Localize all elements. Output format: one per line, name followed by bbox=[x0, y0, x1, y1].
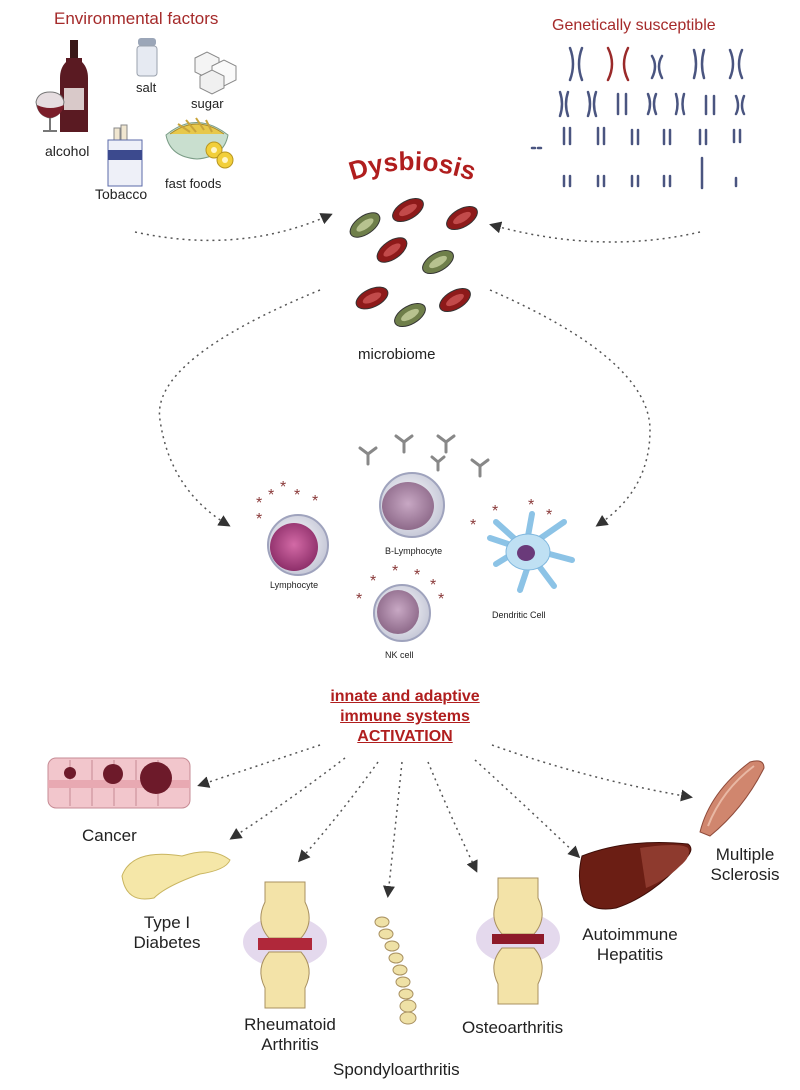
activation-line-2: immune systems bbox=[340, 708, 470, 725]
aih-line-1: Autoimmune bbox=[582, 925, 678, 944]
lymphocyte-label: Lymphocyte bbox=[270, 580, 319, 590]
arrow-to-hepatitis bbox=[474, 759, 581, 859]
chromosome-karyotype-icon bbox=[530, 46, 746, 190]
svg-text:*: * bbox=[438, 591, 444, 608]
activation-line-1: innate and adaptive bbox=[330, 688, 480, 705]
multiple-sclerosis-label: Multiple Sclerosis bbox=[695, 845, 795, 885]
nk-cell-label: NK cell bbox=[385, 650, 414, 660]
b-lymphocyte-label: B-Lymphocyte bbox=[385, 546, 443, 556]
ms-line-1: Multiple bbox=[715, 845, 775, 864]
arrow-to-ms bbox=[491, 744, 693, 802]
rheumatoid-arthritis-label: Rheumatoid Arthritis bbox=[225, 1015, 355, 1055]
dendritic-cell-icon bbox=[487, 511, 575, 593]
fast-foods-label: fast foods bbox=[165, 176, 222, 191]
svg-text:*: * bbox=[414, 567, 420, 584]
type1-diabetes-label: Type I Diabetes bbox=[122, 913, 212, 953]
spondyloarthritis-label: Spondyloarthritis bbox=[333, 1060, 460, 1079]
autoimmune-hepatitis-label: Autoimmune Hepatitis bbox=[565, 925, 695, 965]
activation-line-3: ACTIVATION bbox=[357, 728, 453, 745]
svg-text:*: * bbox=[470, 517, 476, 534]
sugar-cubes-icon bbox=[194, 51, 237, 95]
rheumatoid-joint-icon bbox=[243, 881, 327, 1009]
svg-text:*: * bbox=[528, 497, 534, 514]
antibody-icons bbox=[358, 434, 490, 478]
lymphocyte-cell-icon bbox=[267, 514, 329, 576]
salt-label: salt bbox=[136, 80, 157, 95]
svg-text:*: * bbox=[370, 573, 376, 590]
liver-icon bbox=[578, 842, 692, 910]
environmental-factors-title: Environmental factors bbox=[54, 9, 219, 28]
colon-tumor-icon bbox=[47, 757, 191, 809]
wine-bottle-icon bbox=[60, 40, 88, 132]
nk-cell-icon bbox=[373, 584, 431, 642]
sugar-label: sugar bbox=[191, 96, 224, 111]
svg-text:*: * bbox=[492, 503, 498, 520]
svg-text:*: * bbox=[268, 487, 274, 504]
dendritic-cell-label: Dendritic Cell bbox=[492, 610, 546, 620]
osteoarthritis-joint-icon bbox=[476, 877, 560, 1005]
type1-line-2: Diabetes bbox=[133, 933, 201, 952]
b-lymphocyte-cell-icon bbox=[379, 472, 445, 538]
arrow-env-to-dysbiosis bbox=[134, 213, 333, 242]
cigarette-pack-icon bbox=[107, 124, 143, 187]
svg-text:*: * bbox=[256, 511, 262, 528]
microbiome-label: microbiome bbox=[358, 346, 436, 363]
arrow-microbiome-to-lymphocyte bbox=[158, 289, 321, 527]
immune-activation-heading: innate and adaptive immune systems ACTIV… bbox=[290, 687, 520, 747]
spine-icon bbox=[374, 916, 417, 1025]
pancreas-icon bbox=[121, 851, 231, 900]
arrow-microbiome-to-dendritic bbox=[489, 289, 651, 527]
cancer-label: Cancer bbox=[82, 826, 137, 845]
salt-shaker-icon bbox=[136, 38, 158, 77]
genetic-susceptibility-title: Genetically susceptible bbox=[552, 17, 716, 34]
arrow-to-cancer bbox=[197, 744, 321, 788]
aih-line-2: Hepatitis bbox=[596, 945, 664, 964]
svg-text:*: * bbox=[280, 479, 286, 496]
arrow-to-spondylo bbox=[382, 761, 403, 898]
ra-line-2: Arthritis bbox=[261, 1035, 319, 1054]
ra-line-1: Rheumatoid bbox=[244, 1015, 336, 1034]
fast-food-bowl-icon bbox=[165, 117, 234, 169]
bacteria-cluster-icon bbox=[349, 197, 478, 328]
muscle-icon bbox=[699, 760, 765, 837]
svg-text:*: * bbox=[294, 487, 300, 504]
svg-text:*: * bbox=[256, 495, 262, 512]
dysbiosis-title: Dysbiosis bbox=[345, 146, 480, 187]
svg-text:*: * bbox=[430, 577, 436, 594]
svg-text:*: * bbox=[356, 591, 362, 608]
svg-text:*: * bbox=[546, 507, 552, 524]
svg-text:*: * bbox=[312, 493, 318, 510]
alcohol-label: alcohol bbox=[45, 143, 90, 159]
osteoarthritis-label: Osteoarthritis bbox=[462, 1018, 564, 1037]
type1-line-1: Type I bbox=[143, 913, 191, 932]
arrow-to-rheumatoid bbox=[298, 761, 379, 863]
cytokine-icons: *** *** **** *** *** bbox=[256, 479, 552, 608]
wine-glass-icon bbox=[35, 91, 65, 132]
tobacco-label: Tobacco bbox=[95, 186, 148, 202]
arrow-to-type1-diabetes bbox=[229, 757, 346, 840]
ms-line-2: Sclerosis bbox=[710, 865, 780, 884]
arrow-genetics-to-dysbiosis bbox=[489, 221, 701, 243]
svg-text:*: * bbox=[392, 563, 398, 580]
arrow-to-osteo bbox=[427, 761, 478, 873]
